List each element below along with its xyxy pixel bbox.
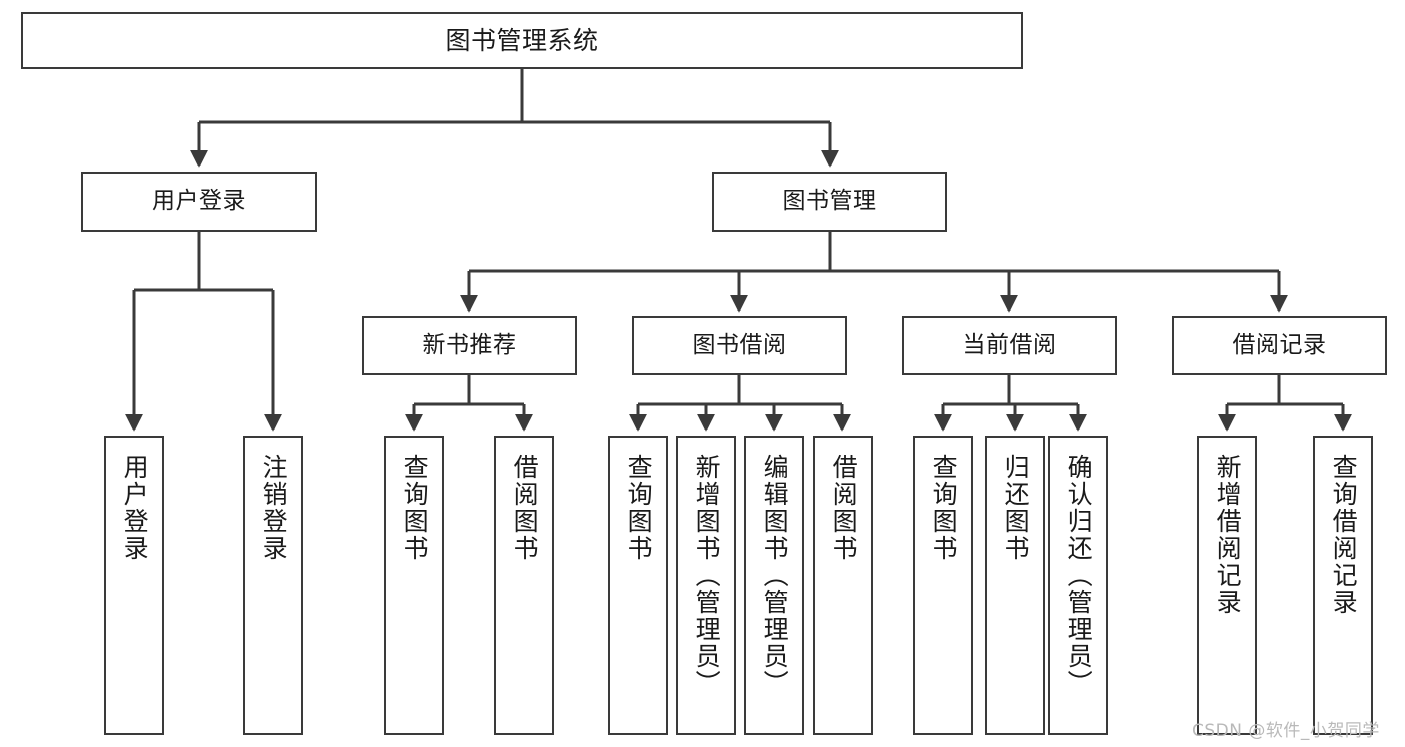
leaf-current-borrow-return-book[interactable]: 归还图书	[985, 436, 1045, 735]
node-book-borrow[interactable]: 图书借阅	[632, 316, 847, 375]
node-label: 借阅记录	[1232, 331, 1327, 358]
node-label: 注销登录	[259, 454, 289, 562]
leaf-book-borrow-query-book[interactable]: 查询图书	[608, 436, 668, 735]
node-label: 借阅图书	[829, 454, 859, 562]
leaf-book-borrow-add-book-admin[interactable]: 新增图书（管理员）	[676, 436, 736, 735]
csdn-watermark: CSDN @软件_小贺同学	[1192, 721, 1380, 741]
node-label: 用户登录	[120, 454, 150, 562]
node-label: 新增图书（管理员）	[692, 454, 722, 697]
node-label: 查询借阅记录	[1329, 454, 1359, 616]
node-label: 归还图书	[1001, 454, 1031, 562]
leaf-user-login-logout[interactable]: 注销登录	[243, 436, 303, 735]
leaf-new-book-query-book[interactable]: 查询图书	[384, 436, 444, 735]
node-label: 新书推荐	[422, 331, 517, 358]
node-label: 图书借阅	[692, 331, 787, 358]
node-label: 图书管理	[782, 188, 877, 215]
node-label: 图书管理系统	[445, 25, 599, 55]
node-label: 确认归还（管理员）	[1064, 454, 1094, 697]
leaf-current-borrow-confirm-return-admin[interactable]: 确认归还（管理员）	[1048, 436, 1108, 735]
node-label: 查询图书	[400, 454, 430, 562]
leaf-book-borrow-borrow-book[interactable]: 借阅图书	[813, 436, 873, 735]
node-label: 当前借阅	[962, 331, 1057, 358]
leaf-current-borrow-query-book[interactable]: 查询图书	[913, 436, 973, 735]
leaf-new-book-borrow-book[interactable]: 借阅图书	[494, 436, 554, 735]
node-label: 用户登录	[152, 188, 246, 215]
node-root-book-management-system[interactable]: 图书管理系统	[21, 12, 1023, 69]
node-book-management[interactable]: 图书管理	[712, 172, 947, 232]
node-user-login[interactable]: 用户登录	[81, 172, 317, 232]
node-label: 新增借阅记录	[1213, 454, 1243, 616]
leaf-borrow-record-add-record[interactable]: 新增借阅记录	[1197, 436, 1257, 735]
node-current-borrow[interactable]: 当前借阅	[902, 316, 1117, 375]
node-label: 查询图书	[624, 454, 654, 562]
leaf-borrow-record-query-record[interactable]: 查询借阅记录	[1313, 436, 1373, 735]
node-label: 编辑图书（管理员）	[760, 454, 790, 697]
node-borrow-record[interactable]: 借阅记录	[1172, 316, 1387, 375]
node-label: 查询图书	[929, 454, 959, 562]
leaf-user-login-login[interactable]: 用户登录	[104, 436, 164, 735]
node-label: 借阅图书	[510, 454, 540, 562]
node-new-book-recommend[interactable]: 新书推荐	[362, 316, 577, 375]
leaf-book-borrow-edit-book-admin[interactable]: 编辑图书（管理员）	[744, 436, 804, 735]
